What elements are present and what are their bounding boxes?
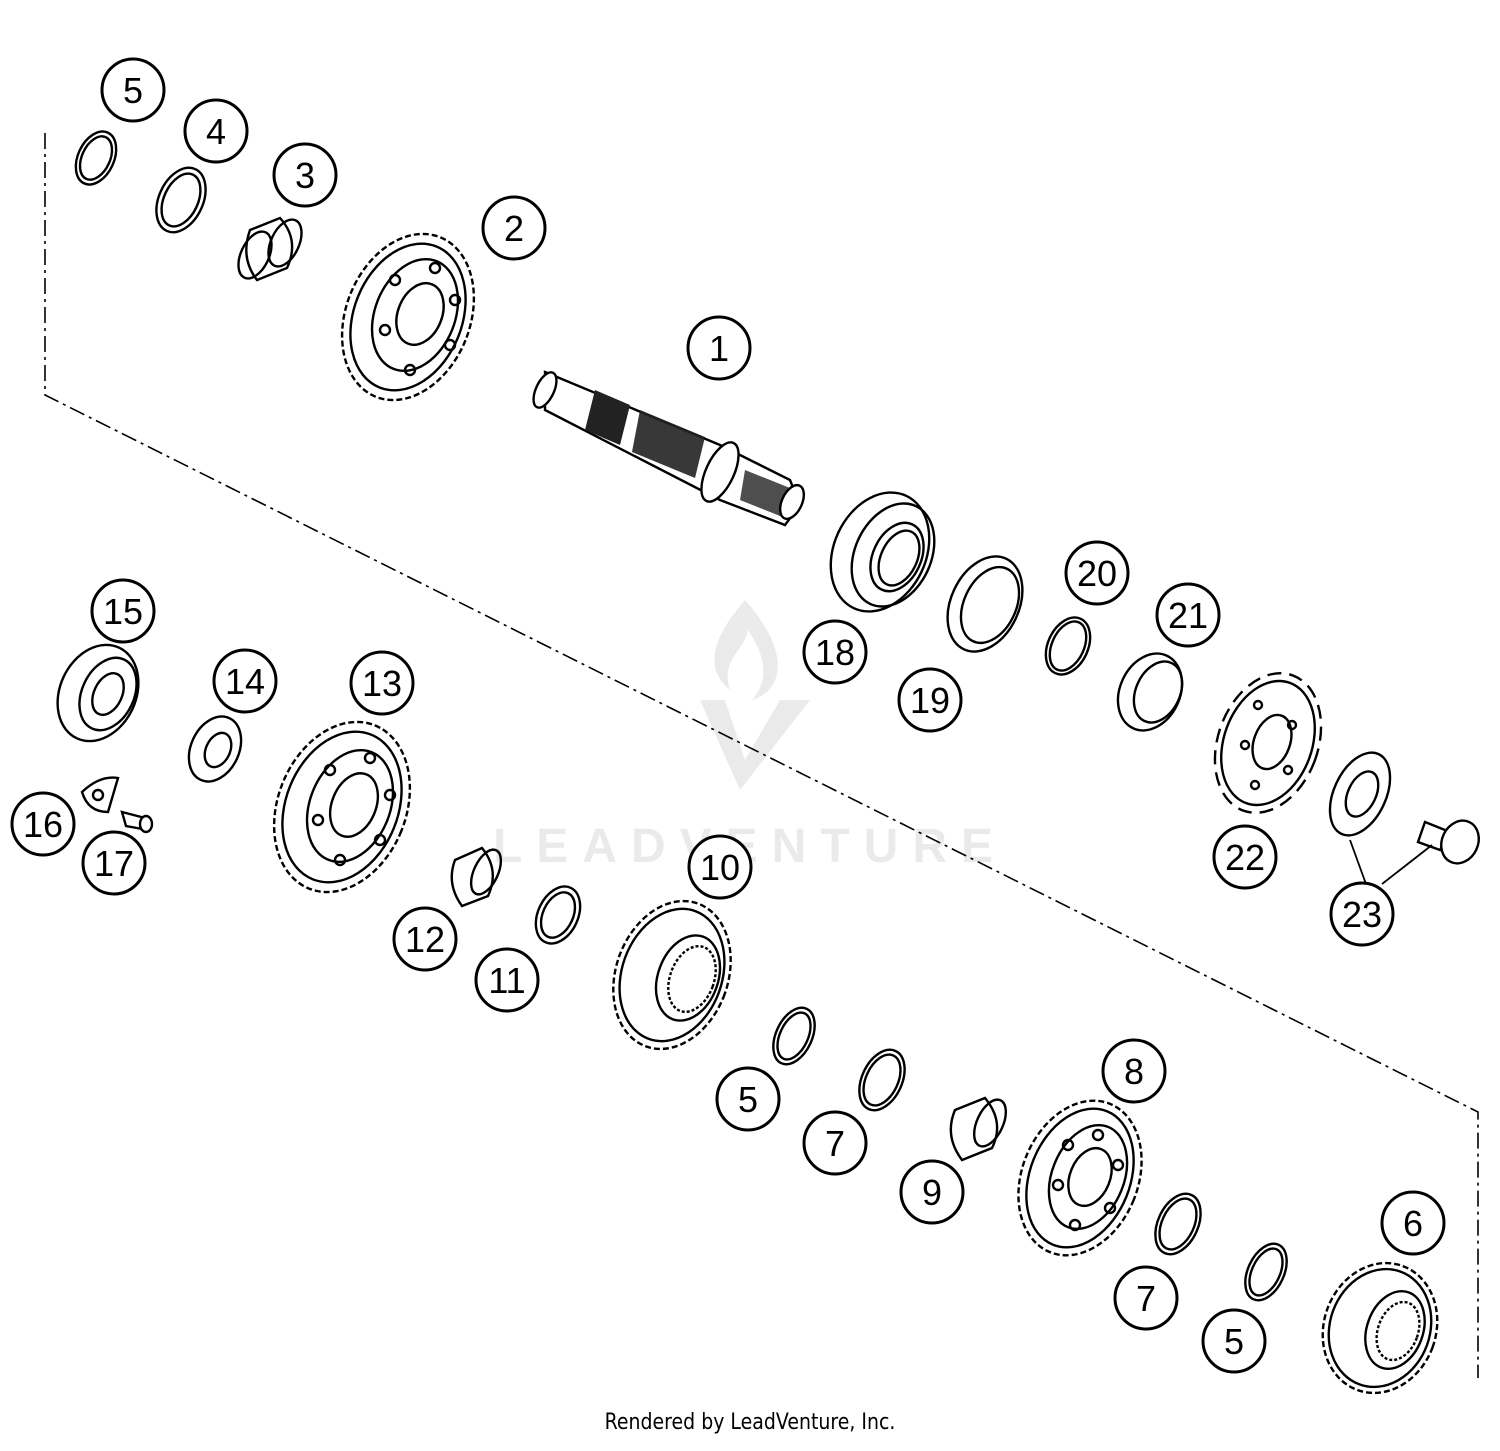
callout-8: 8 [1101, 1038, 1167, 1104]
callout-label: 18 [815, 632, 855, 673]
callout-11: 11 [474, 947, 540, 1013]
circlip-part-5-middle [772, 1006, 816, 1066]
callout-label: 1 [709, 328, 729, 369]
callout-label: 11 [488, 960, 525, 1001]
clip-part-16 [80, 776, 120, 814]
o-ring-part-20 [1044, 616, 1092, 676]
washer-and-bolt-part-23 [1328, 751, 1480, 885]
callout-15: 15 [90, 578, 156, 644]
callout-label: 8 [1124, 1051, 1144, 1092]
spacer-part-21 [1116, 652, 1184, 732]
callout-23: 23 [1329, 881, 1395, 947]
leadventure-watermark: LEADVENTURE [493, 600, 993, 873]
sprocket-part-22 [1213, 672, 1323, 814]
callout-label: 17 [94, 843, 134, 884]
footer-credit: Rendered by LeadVenture, Inc. [604, 1410, 896, 1435]
callout-label: 22 [1225, 837, 1265, 878]
callout-13: 13 [349, 650, 415, 716]
gear-part-2 [340, 232, 476, 402]
gear-part-8 [1017, 1099, 1143, 1257]
bushing-part-9 [949, 1096, 1008, 1162]
bearing-part-15 [56, 643, 140, 743]
bearing-part-18 [829, 491, 936, 613]
callout-label: 4 [206, 111, 226, 152]
callout-18: 18 [802, 619, 868, 685]
callout-5: 5 [1201, 1308, 1267, 1374]
assembly-boundary-line [44, 133, 1479, 1378]
bushing-part-3 [237, 216, 303, 282]
gear-part-10 [612, 899, 732, 1051]
callout-label: 5 [738, 1079, 758, 1120]
callout-label: 12 [405, 919, 445, 960]
callout-17: 17 [81, 830, 147, 896]
callout-label: 19 [910, 680, 950, 721]
shaft-part-1 [532, 370, 806, 527]
callout-label: 23 [1342, 894, 1382, 935]
callout-6: 6 [1380, 1190, 1446, 1256]
bushing-part-12 [450, 846, 503, 908]
washer-part-14 [187, 715, 243, 783]
callout-label: 15 [103, 591, 143, 632]
callout-20: 20 [1064, 540, 1130, 606]
callout-10: 10 [687, 834, 753, 900]
callout-21: 21 [1155, 582, 1221, 648]
callout-5: 5 [715, 1066, 781, 1132]
callout-12: 12 [392, 906, 458, 972]
callout-label: 6 [1403, 1203, 1423, 1244]
callout-9: 9 [899, 1159, 965, 1225]
gear-part-13 [272, 720, 412, 894]
seal-part-19 [946, 555, 1024, 653]
callout-16: 16 [10, 791, 76, 857]
washer-part-7-lower [1154, 1192, 1202, 1256]
callout-label: 10 [700, 847, 740, 888]
callout-7: 7 [1113, 1265, 1179, 1331]
callout-label: 3 [295, 155, 315, 196]
washer-part-7-upper [858, 1048, 906, 1112]
callout-7: 7 [802, 1110, 868, 1176]
circlip-part-5-top [74, 130, 118, 186]
callout-label: 7 [1136, 1278, 1156, 1319]
callout-2: 2 [481, 195, 547, 261]
callout-5: 5 [100, 57, 166, 123]
callout-19: 19 [897, 667, 963, 733]
callout-label: 21 [1168, 595, 1208, 636]
washer-part-11 [534, 885, 582, 945]
screw-part-17 [120, 810, 154, 834]
callout-4: 4 [183, 98, 249, 164]
callout-22: 22 [1212, 824, 1278, 890]
callout-1: 1 [686, 315, 752, 381]
callout-3: 3 [272, 142, 338, 208]
callout-label: 2 [504, 208, 524, 249]
callout-label: 9 [922, 1172, 942, 1213]
callout-label: 7 [825, 1123, 845, 1164]
callout-label: 16 [23, 804, 63, 845]
callout-label: 5 [123, 70, 143, 111]
callout-14: 14 [212, 648, 278, 714]
gear-part-6 [1321, 1261, 1439, 1395]
callout-label: 14 [225, 661, 265, 702]
callout-label: 20 [1077, 553, 1117, 594]
callout-label: 5 [1224, 1321, 1244, 1362]
callout-label: 13 [362, 663, 402, 704]
washer-part-4 [155, 166, 207, 234]
callouts: 5 4 3 2 1 18 19 20 21 22 23 15 14 13 16 … [10, 57, 1446, 1374]
circlip-part-5-lower [1244, 1242, 1288, 1302]
